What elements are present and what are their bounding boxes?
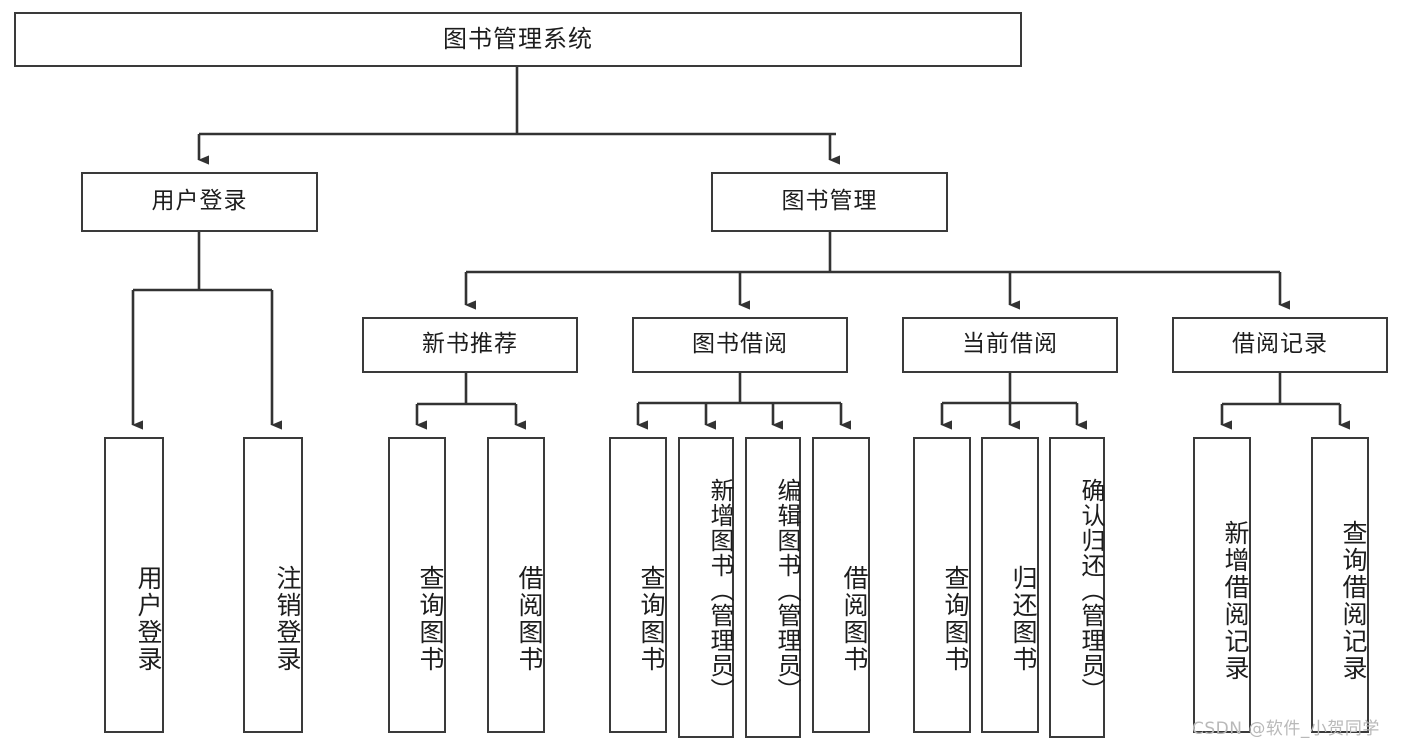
node-user-login[interactable]: 用户登录	[81, 172, 318, 232]
node-book-borrow[interactable]: 图书借阅	[632, 317, 848, 373]
node-current-borrow[interactable]: 当前借阅	[902, 317, 1118, 373]
node-new-book-recommend[interactable]: 新书推荐	[362, 317, 578, 373]
leaf-current-return-book[interactable]: 归还图书	[981, 437, 1039, 733]
leaf-borrow-query-book[interactable]: 查询图书	[609, 437, 667, 733]
csdn-watermark: CSDN @软件_小贺同学	[1192, 719, 1380, 739]
leaf-user-login-logout[interactable]: 注销登录	[243, 437, 303, 733]
leaf-user-login-login[interactable]: 用户登录	[104, 437, 164, 733]
leaf-current-query-book[interactable]: 查询图书	[913, 437, 971, 733]
leaf-borrow-borrow-book[interactable]: 借阅图书	[812, 437, 870, 733]
node-book-management[interactable]: 图书管理	[711, 172, 948, 232]
leaf-current-confirm-return-admin[interactable]: 确认归还（管理员）	[1049, 437, 1105, 738]
node-borrow-records[interactable]: 借阅记录	[1172, 317, 1388, 373]
leaf-records-query-record[interactable]: 查询借阅记录	[1311, 437, 1369, 733]
leaf-recommend-query-book[interactable]: 查询图书	[388, 437, 446, 733]
leaf-recommend-borrow-book[interactable]: 借阅图书	[487, 437, 545, 733]
leaf-borrow-add-book-admin[interactable]: 新增图书（管理员）	[678, 437, 734, 738]
leaf-records-add-record[interactable]: 新增借阅记录	[1193, 437, 1251, 733]
leaf-borrow-edit-book-admin[interactable]: 编辑图书（管理员）	[745, 437, 801, 738]
node-root-system[interactable]: 图书管理系统	[14, 12, 1022, 67]
